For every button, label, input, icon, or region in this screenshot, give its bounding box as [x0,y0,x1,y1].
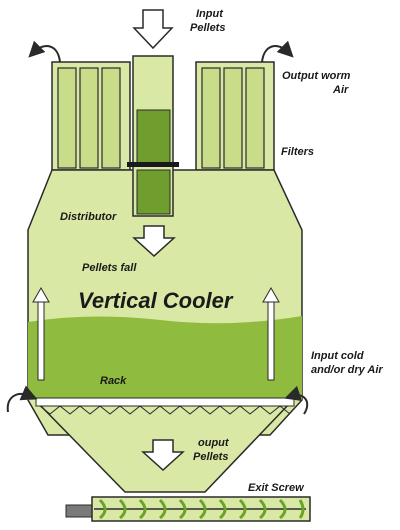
label-filters: Filters [281,146,314,158]
right-input-air-arrow [284,385,309,415]
label-input-cold-2: and/or dry Air [311,364,383,376]
label-input-pellets-2: Pellets [190,22,225,34]
left-input-air-arrow [6,385,38,413]
label-output-pellets-2: Pellets [193,451,228,463]
label-pellets-fall: Pellets fall [82,262,137,274]
filter-cartridge [79,67,99,169]
filter-cartridge [201,67,221,169]
distributor-lower [136,169,171,215]
label-distributor: Distributor [60,211,117,223]
label-input-cold-1: Input cold [311,350,364,362]
filter-cartridge [101,67,121,169]
right-air-up-arrow [262,286,280,381]
input-pellets-arrow [132,9,174,50]
filter-cartridge [57,67,77,169]
label-input-pellets-1: Input [196,8,224,20]
diagram-title: Vertical Cooler [78,288,234,313]
rack [35,397,295,415]
label-output-worm-2: Air [332,84,349,96]
left-filter-housing [51,61,131,171]
label-rack: Rack [100,375,127,387]
distributor-upper [136,109,171,166]
exit-screw [65,496,311,522]
pellet-bed [28,316,302,400]
label-exit-screw: Exit Screw [248,482,305,494]
right-output-air-arrow [261,40,294,63]
left-output-air-arrow [28,40,61,63]
pellets-fall-arrow [132,225,176,258]
left-air-up-arrow [32,286,50,381]
label-output-worm-1: Output worm [282,70,351,82]
output-pellets-arrow [141,439,185,472]
filter-cartridge [245,67,265,169]
distributor-plate [127,162,179,167]
filter-cartridge [223,67,243,169]
label-output-pellets-1: ouput [198,437,230,449]
right-filter-housing [195,61,275,171]
